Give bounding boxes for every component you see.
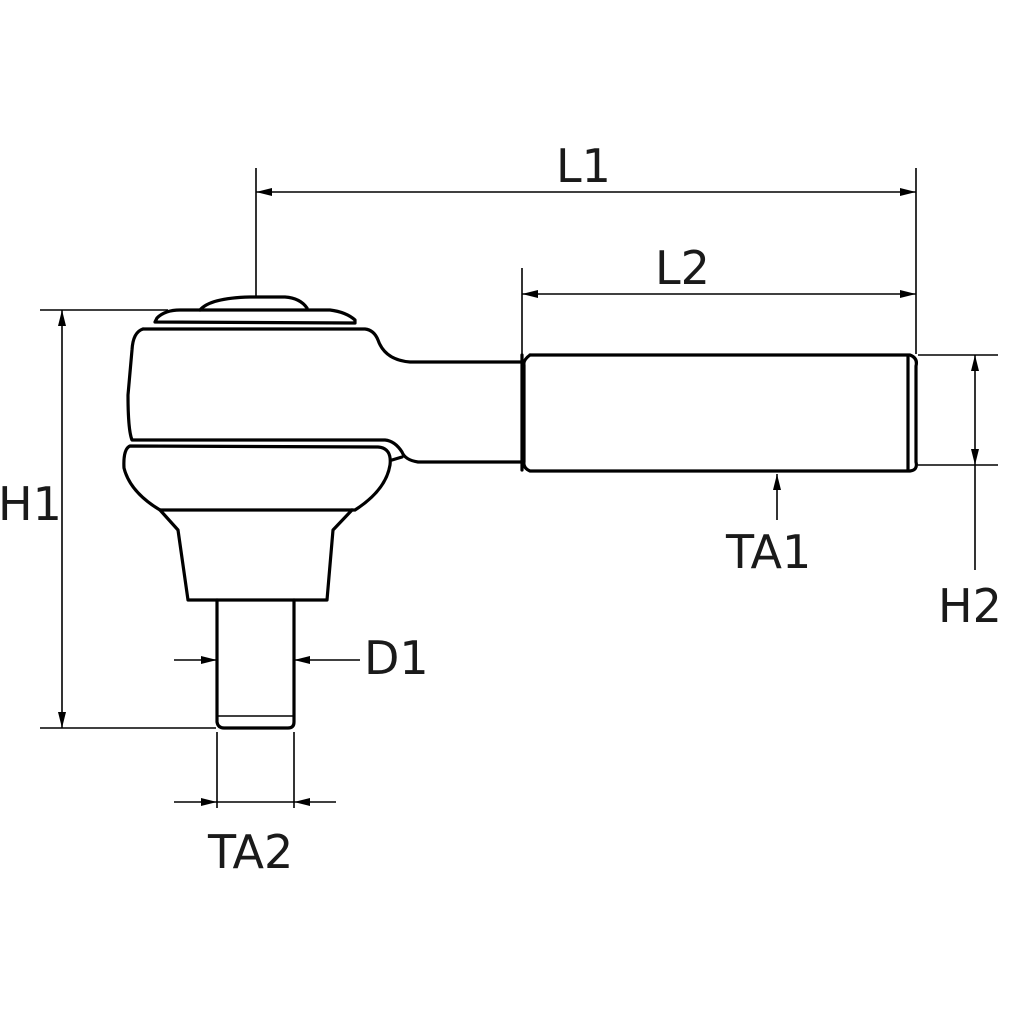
label-ta1: TA1	[725, 525, 811, 579]
label-h1: H1	[0, 477, 62, 531]
label-d1: D1	[364, 631, 429, 685]
part-outline	[122, 295, 918, 730]
dimension-lines	[40, 168, 998, 808]
label-ta2: TA2	[207, 825, 293, 879]
label-l1: L1	[556, 139, 611, 193]
label-h2: H2	[938, 579, 1002, 633]
label-l2: L2	[655, 241, 710, 295]
